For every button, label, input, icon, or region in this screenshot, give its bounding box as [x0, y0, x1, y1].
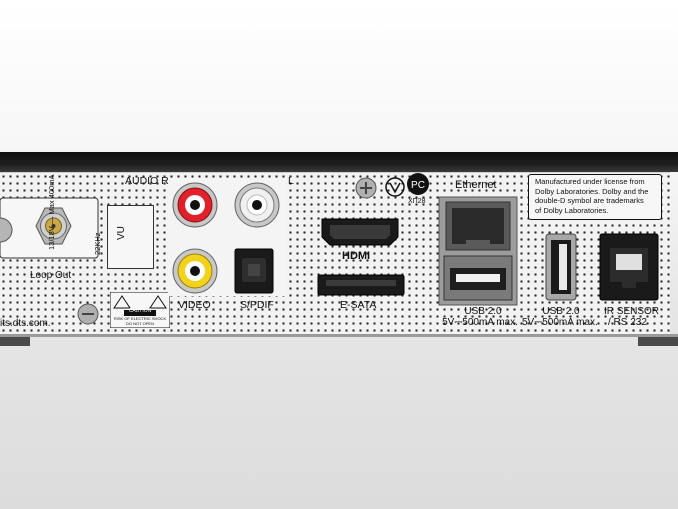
- tuner-connectors: [0, 197, 99, 259]
- rs232-label: / RS 232: [608, 317, 647, 328]
- caution-sub2: DO NOT OPEN: [126, 321, 154, 326]
- usb2-spec: 5V⎓500mA max.: [522, 317, 598, 328]
- website-label: its.dts.com.: [0, 318, 51, 329]
- spdif-port[interactable]: [234, 248, 274, 294]
- caution-sub1: RISK OF ELECTRIC SHOCK: [113, 316, 167, 321]
- screw-icon: [77, 303, 99, 325]
- esata-port[interactable]: [316, 272, 406, 298]
- dolby-notice-box: Manufactured under license from Dolby La…: [528, 174, 662, 220]
- usb1-spec: 5V⎓500mA max.: [442, 317, 518, 328]
- video-jack[interactable]: [170, 246, 220, 296]
- loop-out-label: Loop Out: [30, 270, 72, 281]
- ir-sensor-port[interactable]: [598, 232, 660, 302]
- ir-sensor-label: IR SENSOR: [604, 306, 660, 317]
- esata-label: E-SATA: [340, 299, 377, 311]
- usb2-title: USB 2.0: [542, 306, 580, 317]
- certification-v-icon: [385, 177, 405, 197]
- dolby-notice-line: Manufactured under license from: [535, 177, 645, 186]
- caution-sticker: [110, 292, 170, 328]
- usb-port[interactable]: [544, 232, 578, 302]
- video-label: VIDEO: [178, 299, 211, 311]
- audio-l-jack[interactable]: [232, 180, 282, 230]
- xp28-label: XП28: [408, 198, 426, 205]
- dolby-notice-line: double-D symbol are trademarks: [535, 196, 644, 205]
- ethernet-port[interactable]: [438, 196, 518, 306]
- spdif-label: S/PDIF: [240, 299, 274, 311]
- vu-label: VU: [116, 226, 127, 240]
- audio-l-label: L: [288, 175, 294, 187]
- dolby-notice-line: Dolby Laboratories. Dolby and the: [535, 186, 649, 196]
- dolby-notice-line: of Dolby Laboratories.: [535, 205, 609, 215]
- ethernet-label: Ethernet: [455, 179, 497, 191]
- lnb-freq-label: 22KHz: [93, 232, 102, 255]
- lnb-spec-label: 13/18V — Max 400mA: [47, 174, 56, 250]
- usb1-title: USB 2.0: [464, 306, 502, 317]
- device-bottom: [0, 334, 678, 346]
- vu-box: [107, 205, 154, 269]
- hdmi-label: HDMI: [342, 250, 371, 262]
- hdmi-port[interactable]: [320, 215, 400, 249]
- svg-text:PC: PC: [411, 180, 425, 191]
- audio-r-jack[interactable]: [170, 180, 220, 230]
- screw-icon: [355, 177, 377, 199]
- device-top-rim: [0, 152, 678, 172]
- caution-label: CAUTION: [128, 308, 152, 314]
- rostest-icon: PC: [407, 173, 429, 195]
- audio-r-label: AUDIO R: [125, 175, 169, 187]
